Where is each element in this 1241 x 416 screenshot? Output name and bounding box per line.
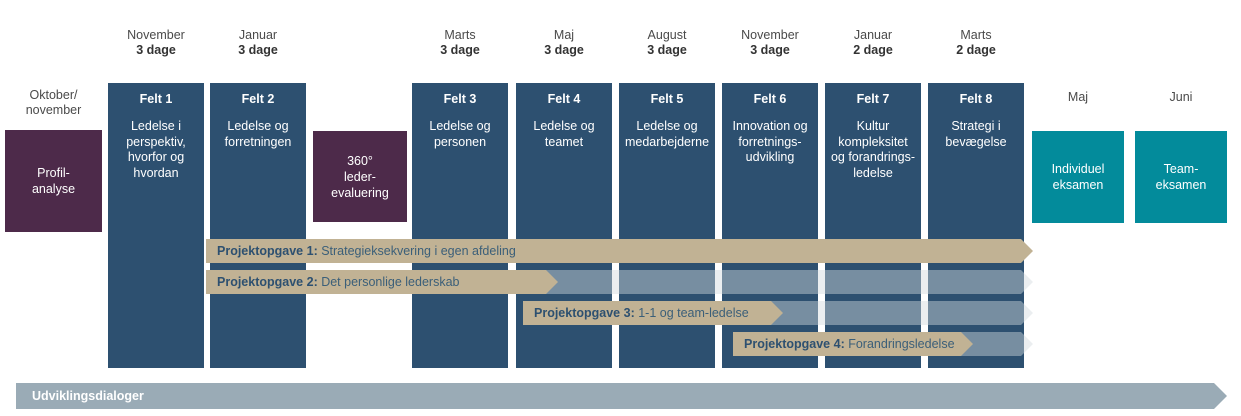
assessment-line3: evaluering	[331, 185, 389, 200]
module-description: Ledelse og forretningen	[224, 119, 292, 149]
module-title: Felt 7	[856, 92, 890, 106]
dialog-bar-arrow-head	[1214, 383, 1227, 409]
period-month: Marts	[444, 28, 476, 42]
period-month: November	[741, 28, 799, 42]
period-days: 3 dage	[136, 43, 176, 57]
module-title: Felt 1	[139, 92, 173, 106]
exam-line2: eksamen	[1155, 178, 1207, 192]
task-arrow-head	[546, 270, 558, 294]
assessment-line2: leder-	[344, 169, 376, 184]
module-title: Felt 6	[753, 92, 787, 106]
task-bar-fill	[206, 239, 1021, 263]
task-arrow-head	[961, 332, 973, 356]
module-description: Kultur kompleksitet og forandrings-ledel…	[830, 119, 916, 180]
exam-team-period-label: Juni	[1169, 90, 1193, 104]
project-task-arrow-1[interactable]: Projektopgave 1: Strategieksekvering i e…	[206, 239, 1039, 263]
project-task-arrow-3[interactable]: Projektopgave 3: 1-1 og team-ledelse	[523, 301, 1039, 325]
period-label-2: Januar 3 dage	[210, 28, 306, 58]
period-days: 3 dage	[440, 43, 480, 57]
task-label: Projektopgave 4: Forandringsledelse	[744, 332, 955, 356]
assessment-box-leder-evaluering[interactable]: 360° leder- evaluering	[313, 131, 407, 222]
dialog-bar-fill	[16, 383, 1214, 409]
period-month: Maj	[553, 28, 575, 42]
module-column-felt-7[interactable]: Felt 7 Kultur kompleksitet og forandring…	[825, 83, 921, 368]
task-label-bold: Projektopgave 1:	[217, 244, 318, 258]
task-label: Projektopgave 2: Det personlige lederska…	[217, 270, 459, 294]
task-label-rest: Forandringsledelse	[844, 337, 955, 351]
module-title: Felt 2	[241, 92, 275, 106]
period-label-8: Marts 2 dage	[928, 28, 1024, 58]
module-column-felt-1[interactable]: Felt 1 Ledelse i perspektiv, hvorfor og …	[108, 83, 204, 368]
module-column-felt-2[interactable]: Felt 2 Ledelse og forretningen	[210, 83, 306, 368]
period-days: 2 dage	[956, 43, 996, 57]
period-label-3: Marts 3 dage	[412, 28, 508, 58]
period-month: Marts	[960, 28, 992, 42]
exam-box-individuel[interactable]: Individuel eksamen	[1032, 131, 1124, 223]
start-period-line2: november	[25, 103, 82, 117]
task-label: Projektopgave 1: Strategieksekvering i e…	[217, 239, 516, 263]
period-month: Januar	[853, 28, 893, 42]
period-month: Januar	[238, 28, 278, 42]
assessment-box-profilanalyse[interactable]: Profil- analyse	[5, 130, 102, 232]
period-days: 3 dage	[647, 43, 687, 57]
module-description: Ledelse og teamet	[533, 119, 595, 149]
module-title: Felt 8	[959, 92, 993, 106]
period-label-4: Maj 3 dage	[516, 28, 612, 58]
exam-line1: Team-	[1163, 162, 1199, 176]
exam-box-team[interactable]: Team- eksamen	[1135, 131, 1227, 223]
period-label-5: August 3 dage	[619, 28, 715, 58]
task-label-rest: Det personlige lederskab	[317, 275, 460, 289]
task-ghost-arrow-head	[1021, 332, 1033, 356]
period-days: 3 dage	[750, 43, 790, 57]
task-label-rest: 1-1 og team-ledelse	[634, 306, 749, 320]
period-days: 2 dage	[853, 43, 893, 57]
task-ghost-arrow-head	[1021, 301, 1033, 325]
start-period-label: Oktober/ november	[5, 88, 102, 118]
period-days: 3 dage	[544, 43, 584, 57]
task-bar-fill	[206, 270, 546, 294]
project-task-arrow-4[interactable]: Projektopgave 4: Forandringsledelse	[733, 332, 1039, 356]
task-ghost-arrow-head	[1021, 270, 1033, 294]
module-description: Ledelse og personen	[429, 119, 491, 149]
module-column-felt-6[interactable]: Felt 6 Innovation og forretnings-udvikli…	[722, 83, 818, 368]
period-month: November	[127, 28, 185, 42]
start-period-line1: Oktober/	[29, 88, 78, 102]
module-column-felt-5[interactable]: Felt 5 Ledelse og medarbejderne	[619, 83, 715, 368]
module-column-felt-4[interactable]: Felt 4 Ledelse og teamet	[516, 83, 612, 368]
period-days: 3 dage	[238, 43, 278, 57]
module-description: Ledelse i perspektiv, hvorfor og hvordan	[126, 119, 186, 180]
module-title: Felt 4	[547, 92, 581, 106]
task-bar-fill	[733, 332, 961, 356]
module-description: Innovation og forretnings-udvikling	[732, 119, 808, 164]
project-task-arrow-2[interactable]: Projektopgave 2: Det personlige lederska…	[206, 270, 1039, 294]
task-label-rest: Strategieksekvering i egen afdeling	[317, 244, 516, 258]
period-label-7: Januar 2 dage	[825, 28, 921, 58]
task-bar-fill	[523, 301, 771, 325]
assessment-line2: analyse	[31, 182, 76, 196]
exam-line2: eksamen	[1052, 178, 1104, 192]
assessment-line1: Profil-	[37, 166, 70, 180]
task-label-bold: Projektopgave 3:	[534, 306, 635, 320]
task-arrow-head	[1021, 239, 1033, 263]
task-arrow-head	[771, 301, 783, 325]
module-description: Strategi i bevægelse	[945, 119, 1007, 149]
task-label-bold: Projektopgave 2:	[217, 275, 318, 289]
module-column-felt-8[interactable]: Felt 8 Strategi i bevægelse	[928, 83, 1024, 368]
period-label-1: November 3 dage	[108, 28, 204, 58]
dialog-bar-label: Udviklingsdialoger	[32, 389, 144, 403]
exam-individual-period-label: Maj	[1067, 90, 1089, 104]
module-title: Felt 3	[443, 92, 477, 106]
period-month: August	[647, 28, 687, 42]
module-title: Felt 5	[650, 92, 684, 106]
assessment-line1: 360°	[347, 153, 373, 168]
module-column-felt-3[interactable]: Felt 3 Ledelse og personen	[412, 83, 508, 368]
exam-line1: Individuel	[1051, 162, 1105, 176]
development-dialogues-bar[interactable]: Udviklingsdialoger	[16, 383, 1227, 409]
task-label: Projektopgave 3: 1-1 og team-ledelse	[534, 301, 749, 325]
period-label-6: November 3 dage	[722, 28, 818, 58]
module-description: Ledelse og medarbejderne	[624, 119, 710, 149]
task-label-bold: Projektopgave 4:	[744, 337, 845, 351]
